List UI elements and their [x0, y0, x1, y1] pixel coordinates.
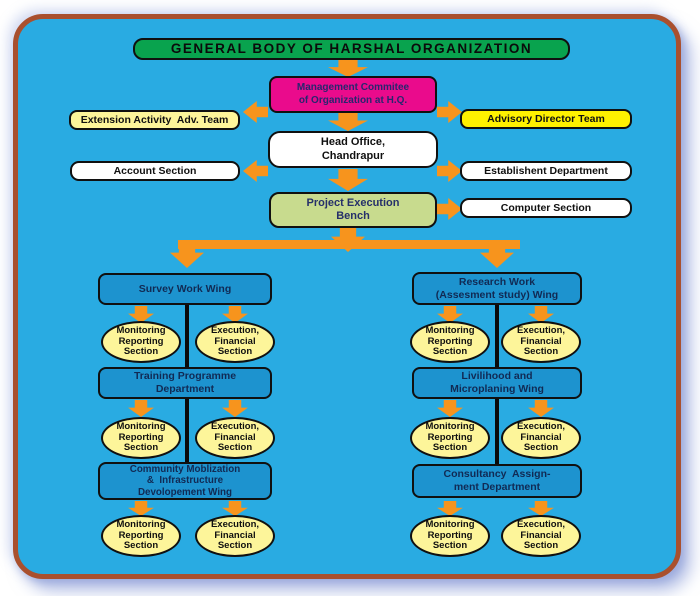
ellipse-line: Financial [520, 529, 562, 541]
survey-wing-line-1: Survey Work Wing [138, 282, 232, 295]
ellipse-line: Financial [214, 529, 256, 541]
research-line-1: Research Work [458, 275, 536, 288]
node-training-programme-department: Training Programme Department [98, 367, 272, 399]
extension-team-label: Extension Activity Adv. Team [80, 113, 229, 126]
ellipse-line: Execution, [516, 324, 566, 336]
ellipse-line: Section [217, 346, 253, 358]
research-line-2: (Assesment study) Wing [435, 288, 559, 301]
ellipse-line: Section [523, 442, 559, 454]
computer-section-label: Computer Section [500, 201, 592, 214]
advisory-team-label: Advisory Director Team [487, 112, 605, 125]
ellipse-line: Financial [520, 335, 562, 347]
ellipse-line: Monitoring [425, 420, 475, 432]
community-line-3: Devolopement Wing [137, 486, 233, 498]
head-office-line-2: Chandrapur [321, 149, 385, 162]
node-execution-section: Execution, Financial Section [501, 417, 581, 459]
ellipse-line: Monitoring [116, 324, 166, 336]
ellipse-line: Reporting [427, 431, 473, 443]
title-label: GENERAL BODY OF HARSHAL ORGANIZATION [170, 40, 533, 56]
node-execution-section: Execution, Financial Section [195, 515, 275, 557]
ellipse-line: Monitoring [116, 518, 166, 530]
node-monitoring-section: Monitoring Reporting Section [101, 417, 181, 459]
bench-line-2: Bench [336, 210, 370, 222]
consultancy-line-1: Consultancy Assign- [443, 468, 551, 481]
ellipse-line: Monitoring [425, 518, 475, 530]
ellipse-line: Execution, [210, 518, 260, 530]
ellipse-line: Reporting [118, 335, 164, 347]
node-monitoring-section: Monitoring Reporting Section [410, 321, 490, 363]
node-extension-activity-team: Extension Activity Adv. Team [69, 110, 240, 130]
node-monitoring-section: Monitoring Reporting Section [410, 417, 490, 459]
node-account-section: Account Section [70, 161, 240, 181]
node-consultancy-assignment-department: Consultancy Assign- ment Department [412, 464, 582, 498]
community-line-2: & Infrastructure [146, 475, 224, 487]
ellipse-line: Monitoring [116, 420, 166, 432]
ellipse-line: Section [217, 540, 253, 552]
node-establishment-department: Establishent Department [460, 161, 632, 181]
community-line-1: Community Moblization [129, 463, 241, 475]
node-survey-work-wing: Survey Work Wing [98, 273, 272, 305]
ellipse-line: Execution, [210, 324, 260, 336]
consultancy-line-2: ment Department [453, 481, 541, 493]
head-office-line-1: Head Office, [320, 136, 386, 149]
ellipse-line: Section [123, 540, 159, 552]
establishment-dept-label: Establishent Department [484, 164, 608, 177]
bench-line-1: Project Execution [306, 196, 400, 209]
ellipse-line: Reporting [118, 431, 164, 443]
ellipse-line: Reporting [427, 335, 473, 347]
ellipse-line: Monitoring [425, 324, 475, 336]
node-execution-section: Execution, Financial Section [195, 321, 275, 363]
ellipse-line: Financial [214, 431, 256, 443]
ellipse-line: Section [523, 346, 559, 358]
account-section-label: Account Section [113, 164, 197, 177]
ellipse-line: Financial [214, 335, 256, 347]
ellipse-line: Section [523, 540, 559, 552]
node-project-execution-bench: Project Execution Bench [269, 192, 437, 228]
training-line-2: Department [155, 383, 215, 395]
ellipse-line: Section [432, 346, 468, 358]
ellipse-line: Execution, [210, 420, 260, 432]
ellipse-line: Execution, [516, 518, 566, 530]
ellipse-line: Section [123, 346, 159, 358]
livelihood-line-1: Livilihood and [461, 370, 533, 383]
node-management-committee: Management Commitee of Organization at H… [269, 76, 437, 113]
node-computer-section: Computer Section [460, 198, 632, 218]
node-research-work-wing: Research Work (Assesment study) Wing [412, 272, 582, 305]
livelihood-line-2: Microplaning Wing [450, 383, 544, 395]
node-livelihood-microplanning-wing: Livilihood and Microplaning Wing [412, 367, 582, 399]
management-line-2: of Organization at H.Q. [298, 94, 408, 106]
node-advisory-director-team: Advisory Director Team [460, 109, 632, 129]
training-line-1: Training Programme [133, 370, 237, 383]
ellipse-line: Section [432, 442, 468, 454]
node-monitoring-section: Monitoring Reporting Section [410, 515, 490, 557]
node-monitoring-section: Monitoring Reporting Section [101, 515, 181, 557]
ellipse-line: Reporting [427, 529, 473, 541]
ellipse-line: Reporting [118, 529, 164, 541]
ellipse-line: Section [217, 442, 253, 454]
node-community-mobilization-wing: Community Moblization & Infrastructure D… [98, 462, 272, 500]
node-execution-section: Execution, Financial Section [501, 515, 581, 557]
management-line-1: Management Commitee [296, 82, 410, 94]
ellipse-line: Section [432, 540, 468, 552]
ellipse-line: Financial [520, 431, 562, 443]
node-general-body-title: GENERAL BODY OF HARSHAL ORGANIZATION [133, 38, 570, 60]
node-execution-section: Execution, Financial Section [195, 417, 275, 459]
node-execution-section: Execution, Financial Section [501, 321, 581, 363]
node-head-office: Head Office, Chandrapur [268, 131, 438, 168]
node-monitoring-section: Monitoring Reporting Section [101, 321, 181, 363]
ellipse-line: Execution, [516, 420, 566, 432]
ellipse-line: Section [123, 442, 159, 454]
